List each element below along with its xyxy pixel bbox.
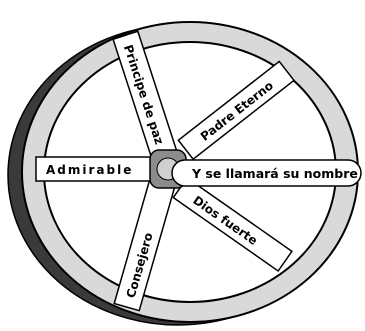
spoke-admirable-label: Admirable	[46, 163, 133, 177]
hub-callout-label: Y se llamará su nombre	[191, 166, 358, 181]
spoke-admirable: Admirable	[36, 157, 160, 181]
hub-callout: Y se llamará su nombre	[172, 160, 361, 186]
